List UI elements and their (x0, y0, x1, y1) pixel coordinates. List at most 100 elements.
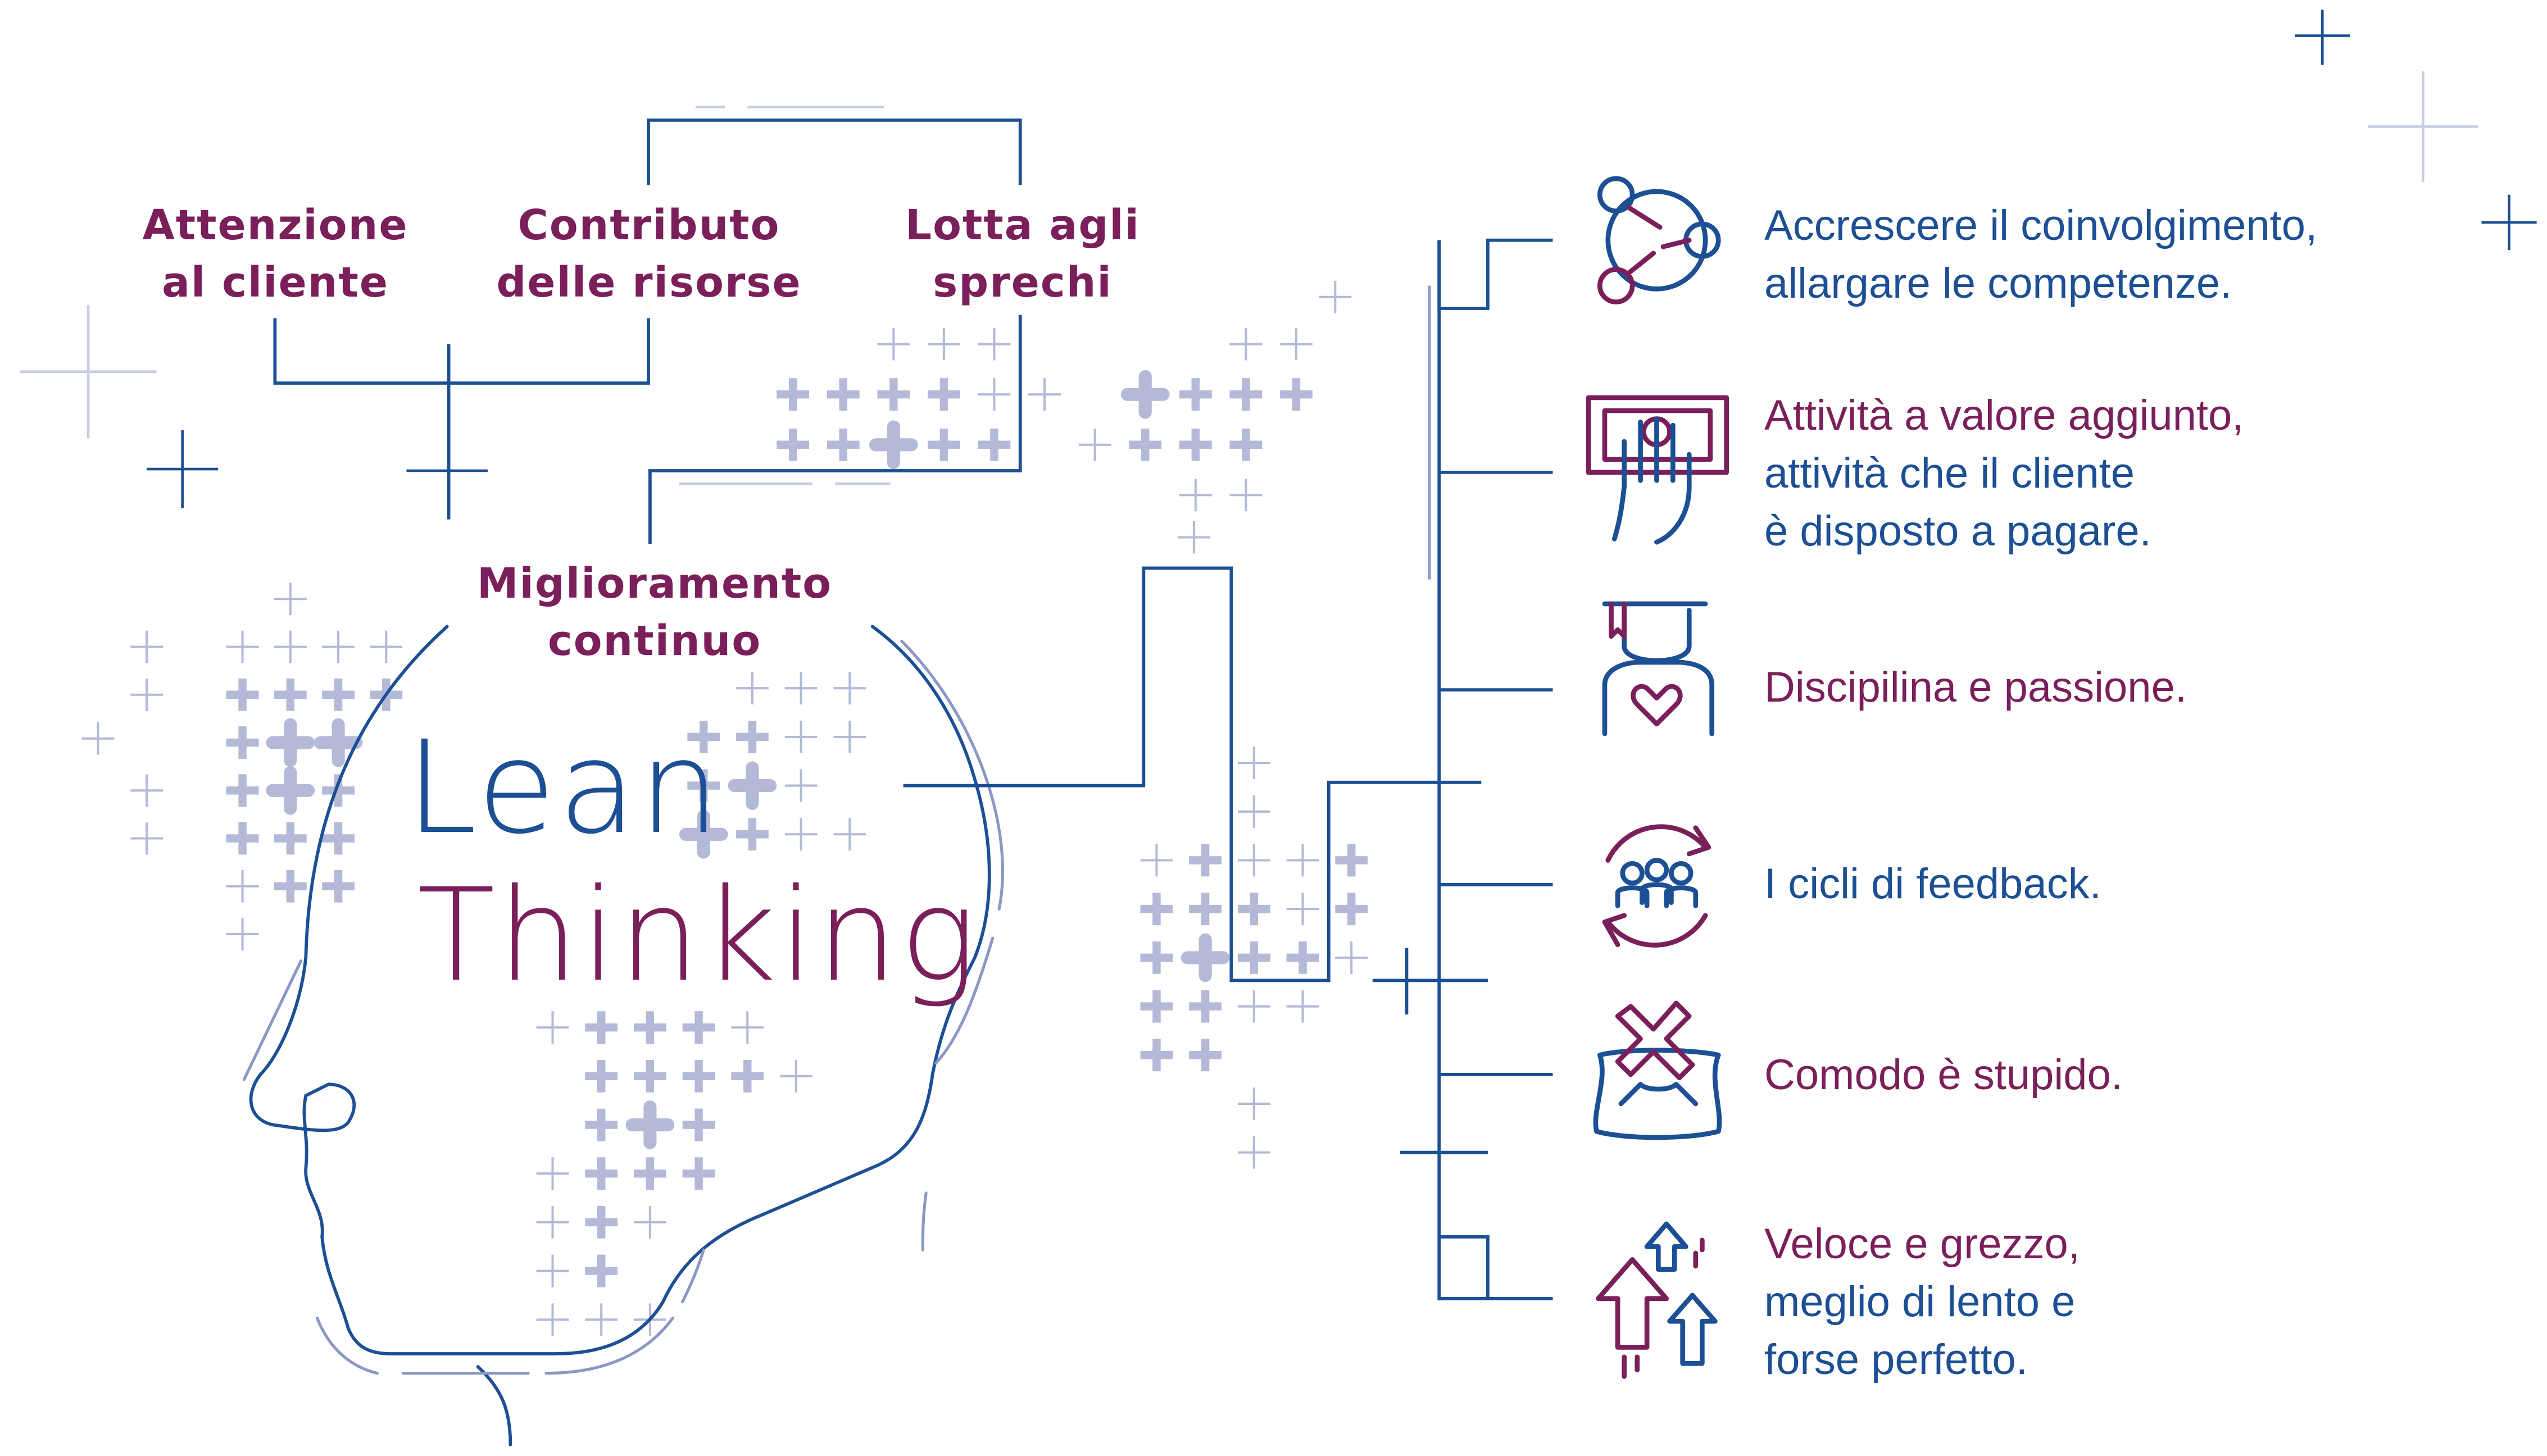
plus-mark (633, 1205, 666, 1239)
plus-mark (536, 1205, 569, 1239)
plus-mark (833, 818, 866, 851)
plus-mark (322, 678, 355, 711)
plus-mark (928, 428, 960, 461)
plus-mark (1078, 428, 1111, 461)
plus-mark (1189, 990, 1222, 1023)
plus-mark (226, 822, 259, 855)
plus-mark (1129, 428, 1162, 461)
plus-mark (1179, 378, 1212, 411)
pillar-customer-focus-line1: Attenzione (142, 201, 408, 249)
principle-speed: Veloce e grezzo, meglio di lento e forse… (1764, 1215, 2080, 1389)
principle-value-added-line1: Attività a valore aggiunto, (1764, 392, 2244, 439)
plus-mark (682, 1059, 715, 1093)
plus-mark (1189, 844, 1222, 877)
plus-mark (1189, 1039, 1222, 1072)
pillar-resource-contribution: Contributo delle risorse (461, 197, 837, 311)
plus-mark (978, 378, 1011, 411)
plus-mark (266, 766, 315, 815)
plus-mark (682, 1108, 715, 1141)
plus-mark (1319, 280, 1352, 313)
pillar-waste-reduction-line1: Lotta agli (905, 201, 1141, 249)
pillar-connectors (273, 118, 1022, 544)
plus-mark (130, 774, 163, 807)
plus-mark (1028, 378, 1061, 411)
principle-feedback-line1: I cicli di feedback. (1764, 860, 2101, 908)
plus-mark (130, 822, 163, 855)
plus-mark (536, 1011, 569, 1044)
plus-mark (226, 726, 259, 759)
crossed-pillow-icon (1593, 1000, 1722, 1140)
plus-mark (928, 327, 960, 361)
plus-mark (274, 678, 307, 711)
head-outline (242, 625, 1004, 1446)
principle-value-added-line2: attività che il cliente (1764, 449, 2135, 497)
plus-mark (1140, 844, 1173, 877)
plus-mark (226, 870, 259, 903)
principle-value-added: Attività a valore aggiunto, attività che… (1764, 386, 2244, 560)
plus-mark (780, 1059, 812, 1093)
plus-mark (226, 630, 259, 663)
plus-mark (728, 761, 777, 810)
plus-mark (784, 672, 818, 705)
plus-mark (1140, 941, 1173, 974)
plus-mark (585, 1157, 618, 1190)
plus-mark (827, 378, 860, 411)
plus-mark (585, 1254, 618, 1287)
principle-feedback: I cicli di feedback. (1764, 855, 2101, 913)
plus-mark (1237, 795, 1270, 828)
pillar-customer-focus: Attenzione al cliente (112, 197, 438, 311)
plus-mark (833, 672, 866, 705)
plus-mark (633, 1059, 666, 1093)
principle-comfort-line1: Comodo è stupido. (1764, 1051, 2123, 1099)
plus-mark (679, 809, 728, 859)
plus-mark (1140, 893, 1173, 926)
plus-mark (1237, 844, 1270, 877)
money-hand-icon (1586, 395, 1729, 545)
plus-mark (682, 1157, 715, 1190)
plus-mark (1237, 747, 1270, 780)
plus-mark (928, 378, 960, 411)
principle-value-added-line3: è disposto a pagare. (1764, 507, 2151, 555)
feedback-cycle-icon (1602, 824, 1711, 948)
principle-speed-line2: meglio di lento e (1764, 1278, 2076, 1326)
plus-mark (784, 818, 818, 851)
plus-mark (585, 1205, 618, 1239)
pillar-resource-contribution-line1: Contributo (517, 201, 780, 249)
plus-mark (1335, 893, 1368, 926)
plus-mark (1229, 428, 1263, 461)
principle-engagement: Accrescere il coinvolgimento, allargare … (1764, 197, 2317, 312)
plus-mark (978, 327, 1011, 361)
plus-mark (877, 327, 910, 361)
plus-mark (827, 428, 860, 461)
plus-mark (633, 1157, 666, 1190)
plus-mark (1181, 933, 1230, 982)
principle-discipline-line1: Discipilina e passione. (1764, 663, 2187, 711)
plus-mark (777, 378, 810, 411)
plus-mark (1237, 1136, 1270, 1169)
plus-mark (687, 769, 720, 802)
pillar-waste-reduction: Lotta agli sprechi (877, 197, 1169, 311)
plus-mark (1286, 941, 1319, 974)
plus-mark (1229, 378, 1263, 411)
decorative-crosses (20, 10, 2537, 508)
plus-mark (226, 918, 259, 950)
plus-mark (731, 1059, 764, 1093)
plus-mark (687, 720, 720, 753)
pillar-continuous-improvement-line2: continuo (547, 617, 762, 665)
plus-mark (784, 769, 818, 802)
principle-speed-line1: Veloce e grezzo, (1764, 1220, 2080, 1268)
plus-mark (1237, 941, 1270, 974)
plus-mark (736, 818, 769, 851)
plus-mark (682, 1011, 715, 1044)
plus-mark (1335, 844, 1368, 877)
plus-mark (585, 1059, 618, 1093)
plus-mark (274, 583, 307, 616)
plus-mark (978, 428, 1011, 461)
title-thinking: Thinking (417, 861, 979, 1010)
plus-mark (130, 678, 163, 711)
principle-engagement-line2: allargare le competenze. (1764, 260, 2232, 307)
plus-mark (833, 720, 866, 753)
plus-mark (1286, 893, 1319, 926)
plus-mark (1335, 941, 1368, 974)
